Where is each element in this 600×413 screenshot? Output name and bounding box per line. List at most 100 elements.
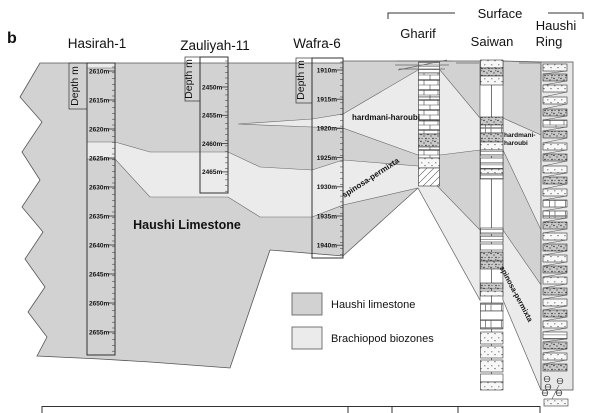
wafra-depth-axis-label: Depth m <box>295 60 307 100</box>
lithology-band <box>480 162 504 170</box>
lithology-band <box>480 310 504 321</box>
section-title-haushi-line2: Ring <box>536 34 563 49</box>
surface-bracket <box>387 12 584 19</box>
lithology-band <box>480 381 504 391</box>
legend-swatch-limestone <box>291 292 323 316</box>
haushi-limestone-body <box>19 62 344 369</box>
lithology-band <box>542 352 568 361</box>
hasirah-column-box <box>86 62 116 356</box>
lithology-band <box>542 363 568 372</box>
biozone-hasirah-top-sliver <box>86 62 116 69</box>
hasirah-depth-axis-label: Depth m <box>69 66 81 106</box>
lithology-band <box>480 260 504 270</box>
lithology-band <box>480 235 504 243</box>
lithology-band <box>480 359 504 373</box>
depth-label: 2650m <box>89 300 109 307</box>
depth-label: 1920m <box>317 126 337 133</box>
zauliyah-depth-axis-label: Depth m <box>183 59 195 99</box>
hardmani-label-right-line1: hardmani- <box>504 132 535 139</box>
lithology-band <box>480 227 504 235</box>
lithology-band <box>542 320 568 329</box>
lithology-band <box>542 243 568 252</box>
depth-scales: 2610m2615m2620m2625m2630m2635m2640m2645m… <box>89 60 343 352</box>
lithology-band <box>418 72 440 98</box>
lithology-band <box>480 59 504 69</box>
depth-label: 2640m <box>89 242 109 249</box>
wafra-column-box <box>311 57 344 259</box>
lithology-band <box>418 167 440 187</box>
depth-label: 1930m <box>317 184 337 191</box>
legend-swatch-biozones <box>291 326 323 350</box>
lithology-band <box>418 146 440 159</box>
lithology-band <box>480 331 504 345</box>
well-title-hasirah: Hasirah-1 <box>68 36 127 51</box>
lithology-band <box>542 96 568 105</box>
lithology-band <box>480 116 504 126</box>
lithology-band <box>542 165 568 174</box>
bottom-scale-bar <box>41 406 541 413</box>
depth-label: 2625m <box>89 155 109 162</box>
section-title-saiwan: Saiwan <box>471 34 514 49</box>
surface-marker-lines <box>395 59 540 71</box>
legend-label-biozones: Brachiopod biozones <box>331 333 434 345</box>
lithology-band <box>542 142 568 151</box>
lithology-band <box>542 210 568 219</box>
depth-label: 2645m <box>89 271 109 278</box>
lithology-band <box>480 132 504 143</box>
lithology-band <box>480 251 504 262</box>
hasirah-depth-box <box>68 62 88 110</box>
lithology-band <box>480 373 504 383</box>
lithology-band <box>542 108 568 117</box>
lithology-band <box>542 265 568 274</box>
lithology-band <box>542 119 568 128</box>
zauliyah-column-box <box>199 56 229 194</box>
lithology-band <box>542 287 568 296</box>
lithology-band <box>542 331 568 340</box>
lithology-band <box>480 168 504 175</box>
lithology-band <box>480 243 504 251</box>
lithology-band <box>418 96 440 122</box>
well-title-wafra: Wafra-6 <box>293 36 341 51</box>
section-title-gharif: Gharif <box>400 26 436 41</box>
lithology-band <box>480 124 504 134</box>
legend-label-limestone: Haushi limestone <box>331 299 415 311</box>
lithology-band <box>542 73 568 82</box>
depth-label: 1910m <box>317 67 337 74</box>
depth-label: 1940m <box>317 243 337 250</box>
lithology-band <box>542 199 568 208</box>
lithology-band <box>480 302 504 312</box>
lithology-band <box>542 176 568 185</box>
lithology-band <box>480 75 504 86</box>
depth-label: 2460m <box>202 141 222 148</box>
lithology-band <box>542 341 568 350</box>
lithology-band <box>542 232 568 241</box>
lithology-band <box>542 130 568 139</box>
section-title-haushi-line1: Haushi <box>536 18 577 33</box>
depth-label: 1925m <box>317 155 337 162</box>
lithology-band <box>480 141 504 151</box>
depth-label: 2610m <box>89 68 109 75</box>
lithology-columns <box>418 59 569 407</box>
hardmani-label-right-line2: haroubi <box>504 140 528 147</box>
haushi-limestone-label: Haushi Limestone <box>133 218 241 232</box>
lithology-band <box>480 67 504 77</box>
surface-label: Surface <box>478 6 523 21</box>
wafra-depth-box <box>295 57 313 104</box>
figure-label: b <box>7 30 17 47</box>
depth-label: 2635m <box>89 213 109 220</box>
lithology-band <box>480 149 504 157</box>
lithology-band <box>542 221 568 230</box>
zauliyah-depth-box <box>184 56 201 102</box>
lithology-band <box>542 276 568 285</box>
lithology-band <box>418 157 440 169</box>
lithology-band <box>480 173 504 180</box>
lithology-band <box>542 63 568 72</box>
depth-label: 1935m <box>317 213 337 220</box>
depth-label: 1915m <box>317 97 337 104</box>
lithology-band <box>542 309 568 318</box>
lithology-band <box>542 153 568 162</box>
lithology-band <box>480 319 504 330</box>
depth-label: 2655m <box>89 329 109 336</box>
